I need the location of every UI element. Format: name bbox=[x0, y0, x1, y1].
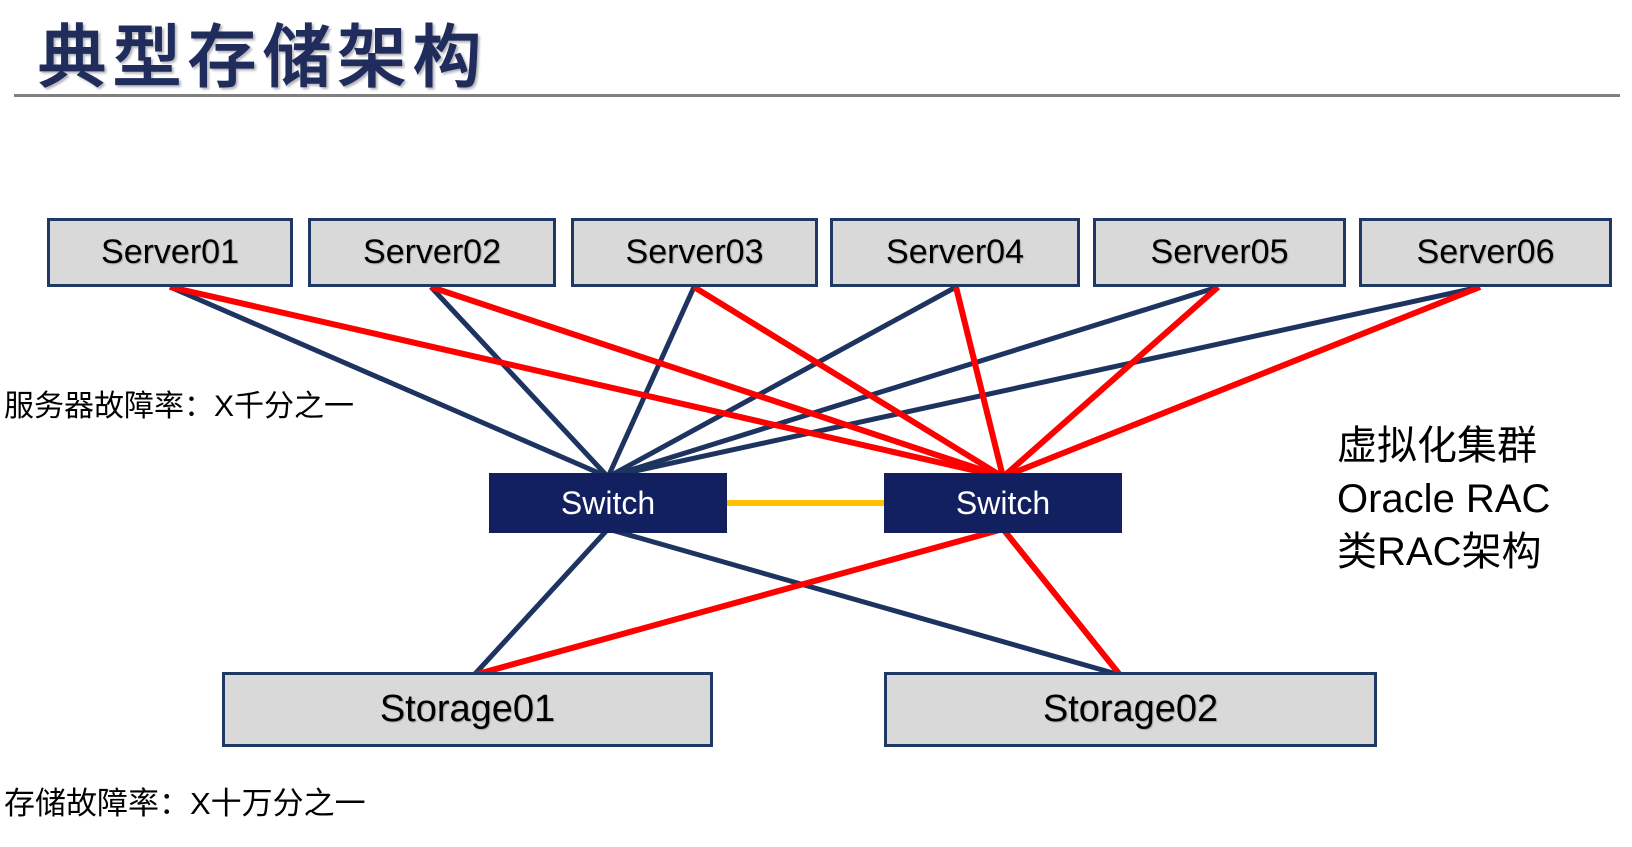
node-server02: Server02 bbox=[308, 218, 556, 287]
node-switch-a: Switch bbox=[489, 473, 727, 533]
node-storage02: Storage02 bbox=[884, 672, 1377, 747]
title-divider bbox=[14, 94, 1620, 97]
connection-server06-switch-a bbox=[607, 284, 1481, 480]
connection-server01-switch-a bbox=[169, 284, 609, 480]
server05-label: Server05 bbox=[1150, 233, 1289, 271]
connection-server06-switch-b bbox=[1001, 284, 1482, 480]
switch-b-label: Switch bbox=[955, 484, 1051, 521]
node-server04: Server04 bbox=[830, 218, 1080, 287]
architecture-annotation: 虚拟化集群 Oracle RAC 类RAC架构 bbox=[1337, 420, 1550, 579]
connection-switch-a-storage01 bbox=[472, 527, 610, 677]
node-server06: Server06 bbox=[1359, 218, 1612, 287]
connection-server02-switch-b bbox=[430, 284, 1004, 480]
server02-label: Server02 bbox=[363, 233, 501, 271]
node-server05: Server05 bbox=[1093, 218, 1346, 287]
connection-server05-switch-a bbox=[607, 284, 1219, 480]
node-server01: Server01 bbox=[47, 218, 293, 287]
server03-label: Server03 bbox=[625, 233, 764, 271]
annotation-line-1: 虚拟化集群 bbox=[1337, 424, 1537, 468]
annotation-line-3: 类RAC架构 bbox=[1337, 530, 1542, 574]
node-storage01: Storage01 bbox=[222, 672, 713, 747]
storage02-label: Storage02 bbox=[1042, 688, 1219, 730]
node-server03: Server03 bbox=[571, 218, 818, 287]
server06-label: Server06 bbox=[1416, 233, 1555, 271]
connection-server04-switch-a bbox=[606, 284, 958, 480]
server01-label: Server01 bbox=[101, 233, 239, 271]
connection-server01-switch-b bbox=[169, 284, 1004, 480]
page-title: 典型存储架构 bbox=[38, 20, 489, 96]
connection-server05-switch-b bbox=[1001, 284, 1220, 480]
server04-label: Server04 bbox=[886, 233, 1024, 271]
storage01-label: Storage01 bbox=[379, 688, 556, 730]
node-switch-b: Switch bbox=[884, 473, 1122, 533]
connection-switch-b-storage01 bbox=[473, 526, 1004, 678]
server-failure-rate-label: 服务器故障率：X千分之一 bbox=[4, 390, 355, 423]
connection-switch-a-storage02 bbox=[607, 526, 1121, 678]
connection-server04-switch-b bbox=[953, 286, 1006, 478]
connection-server03-switch-a bbox=[605, 285, 697, 479]
storage-failure-rate-label: 存储故障率：X十万分之一 bbox=[4, 786, 366, 821]
connection-server03-switch-b bbox=[692, 284, 1005, 480]
switch-a-label: Switch bbox=[560, 484, 656, 521]
annotation-line-2: Oracle RAC bbox=[1337, 477, 1551, 521]
connection-server02-switch-a bbox=[429, 285, 610, 479]
connection-switch-b-storage02 bbox=[1000, 527, 1123, 677]
